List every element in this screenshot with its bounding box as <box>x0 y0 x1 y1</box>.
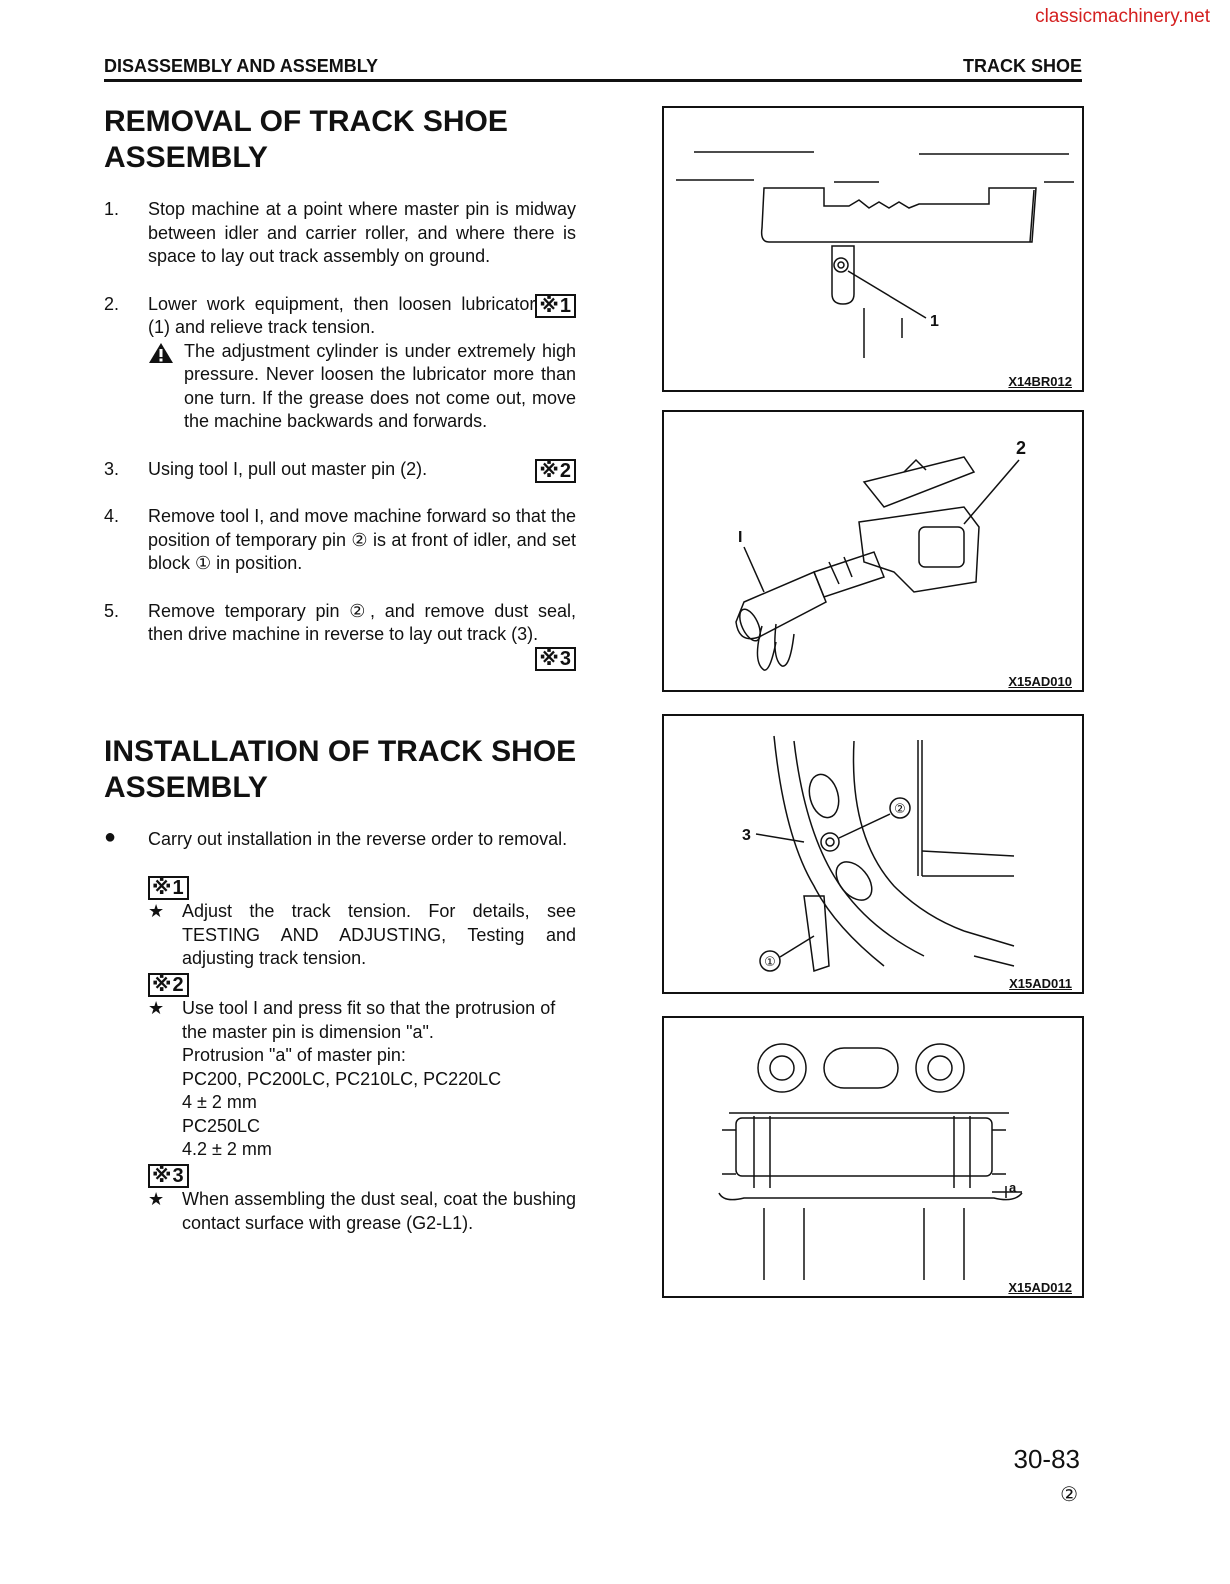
note-text: 4 ± 2 mm <box>182 1092 257 1112</box>
star-icon: ★ <box>148 998 165 1018</box>
installation-title-line2: ASSEMBLY <box>104 771 268 804</box>
warning-note: The adjustment cylinder is under extreme… <box>148 340 576 434</box>
removal-step: 5. Remove temporary pin ②, and remove du… <box>104 600 576 672</box>
figure-master-pin-tool: 2 I X15AD010 <box>662 410 1084 692</box>
reference-mark: ※1 <box>148 875 189 900</box>
installation-notes: ● Carry out installation in the reverse … <box>104 826 576 1236</box>
step-text-with-ref: ※1 Lower work equipment, then loosen lub… <box>148 293 576 340</box>
label-3: 3 <box>742 827 751 844</box>
step-text: Remove tool I, and move machine forward … <box>148 506 576 573</box>
label-block: ① <box>764 954 776 969</box>
warning-text: The adjustment cylinder is under extreme… <box>184 340 576 432</box>
label-temporary-pin: ② <box>894 801 906 816</box>
step-text: Remove temporary pin ②, and remove dust … <box>148 600 576 645</box>
label-2: 2 <box>1016 438 1026 458</box>
reference-mark: ※1 <box>535 293 576 318</box>
step-text: Using tool I, pull out master pin (2). <box>148 458 428 479</box>
note-text: Protrusion "a" of master pin: <box>182 1045 406 1065</box>
warning-triangle-icon <box>148 342 174 371</box>
reference-mark: ※2 <box>148 972 189 997</box>
figure-code: X15AD011 <box>1009 976 1072 991</box>
step-number: 2. <box>104 293 120 314</box>
removal-title-line1: REMOVAL OF TRACK SHOE <box>104 105 508 138</box>
note-text: When assembling the dust seal, coat the … <box>182 1189 576 1233</box>
revision-mark: ② <box>1060 1484 1078 1506</box>
star-icon: ★ <box>148 1189 165 1209</box>
step-text: Lower work equipment, then loosen lubric… <box>148 293 536 338</box>
note-text: Adjust the track tension. For details, s… <box>182 901 576 968</box>
bullet-icon: ● <box>104 826 117 848</box>
installation-title: INSTALLATION OF TRACK SHOE ASSEMBLY <box>104 734 604 806</box>
step-text-with-ref: ※2 Using tool I, pull out master pin (2)… <box>148 458 576 483</box>
step-text: Stop machine at a point where master pin… <box>148 199 576 266</box>
note-block: ※1 ★ Adjust the track tension. For detai… <box>148 875 576 971</box>
label-1: 1 <box>930 313 939 330</box>
removal-steps: 1. Stop machine at a point where master … <box>104 198 576 695</box>
figure-code: X14BR012 <box>1008 374 1072 389</box>
installation-title-line1: INSTALLATION OF TRACK SHOE <box>104 735 577 768</box>
bullet-text: Carry out installation in the reverse or… <box>148 829 568 849</box>
installation-bullet: ● Carry out installation in the reverse … <box>104 826 576 852</box>
note-block: ※3 ★ When assembling the dust seal, coat… <box>148 1163 576 1236</box>
note-text: PC250LC <box>182 1115 261 1136</box>
watermark: classicmachinery.net <box>1035 6 1210 27</box>
lubricator-drawing: 1 <box>676 151 1074 358</box>
figure-code: X15AD012 <box>1008 1280 1072 1295</box>
step-number: 1. <box>104 199 120 219</box>
removal-step: 3. ※2 Using tool I, pull out master pin … <box>104 458 576 483</box>
page-number: 30-83 <box>1013 1444 1081 1474</box>
label-a: a <box>1009 1180 1017 1195</box>
figure-pin-protrusion: a X15AD012 <box>662 1016 1084 1298</box>
star-icon: ★ <box>148 901 165 921</box>
header-rule <box>104 79 1082 82</box>
figure-lubricator: 1 X14BR012 <box>662 106 1084 392</box>
note-block: ※2 ★ Use tool I and press fit so that th… <box>148 972 576 1162</box>
note-text: Use tool I and press fit so that the pro… <box>182 998 556 1042</box>
note-item: ★ When assembling the dust seal, coat th… <box>148 1188 576 1235</box>
pin-protrusion-drawing: a <box>718 1043 1023 1280</box>
label-tool-i: I <box>738 529 742 546</box>
header-topic-title: TRACK SHOE <box>962 56 1082 76</box>
note-item: ★ Use tool I and press fit so that the p… <box>148 997 576 1162</box>
figure-code: X15AD010 <box>1008 674 1072 689</box>
figure-temporary-pin: ② 3 ① X15AD011 <box>662 714 1084 994</box>
removal-step: 1. Stop machine at a point where master … <box>104 198 576 269</box>
note-text: 4.2 ± 2 mm <box>182 1139 272 1159</box>
removal-step: 2. ※1 Lower work equipment, then loosen … <box>104 293 576 434</box>
step-number: 5. <box>104 600 120 621</box>
note-text: PC200, PC200LC, PC210LC, PC220LC <box>182 1068 502 1089</box>
reference-mark: ※3 <box>535 646 576 671</box>
master-pin-tool-drawing: 2 I <box>735 438 1026 671</box>
reference-mark: ※3 <box>148 1163 189 1188</box>
header-section-title: DISASSEMBLY AND ASSEMBLY <box>104 56 379 76</box>
reference-mark: ※2 <box>535 458 576 483</box>
removal-title-line2: ASSEMBLY <box>104 141 268 174</box>
removal-step: 4. Remove tool I, and move machine forwa… <box>104 505 576 576</box>
removal-title: REMOVAL OF TRACK SHOE ASSEMBLY <box>104 104 604 176</box>
temporary-pin-drawing: ② 3 ① <box>742 735 1015 972</box>
note-item: ★ Adjust the track tension. For details,… <box>148 900 576 971</box>
step-number: 4. <box>104 506 120 526</box>
step-number: 3. <box>104 458 120 479</box>
